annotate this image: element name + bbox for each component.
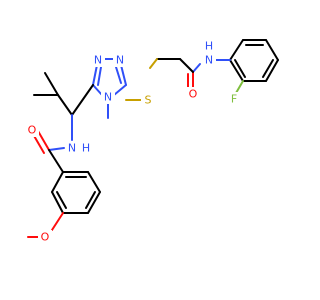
bond-ch2-s-tail <box>149 58 158 69</box>
bond-ring2-e <box>87 171 101 193</box>
atom-f: F <box>231 93 237 106</box>
bonds <box>27 39 279 238</box>
atom-n-triazole-1: N <box>116 54 124 67</box>
atom-n-amide-left: N <box>68 142 76 155</box>
bond-co-ring <box>48 149 64 173</box>
bond-co-ch2 <box>179 58 194 73</box>
label-bg-n-tri-2 <box>91 53 105 67</box>
bond-ring2-inner-2 <box>85 191 96 209</box>
bond-ring-a <box>229 39 244 61</box>
atom-h-amide-top: H <box>205 40 213 53</box>
label-bg-n-tri-4 <box>101 90 115 104</box>
bond-ring2-inner-1 <box>56 191 67 209</box>
atom-n-amide-top: N <box>205 54 213 67</box>
label-bg-s <box>141 93 155 107</box>
bond-n4-c3 <box>92 84 103 96</box>
bond-c3-n2-double <box>97 66 102 86</box>
atom-h-amide-left: H <box>82 142 90 155</box>
bond-c-f <box>235 80 244 94</box>
bond-c5-n4 <box>113 84 127 96</box>
molecule-diagram: N H O F S N N N N H O O <box>25 39 279 244</box>
bond-ring2-a <box>51 171 64 193</box>
atom-n-triazole-4: N <box>104 91 112 104</box>
bond-ring-f <box>229 59 244 82</box>
atom-s: S <box>145 94 152 107</box>
bond-nh-co <box>192 63 201 73</box>
bond-ring-inner-3 <box>234 59 246 78</box>
bond-c3-ch <box>71 84 94 116</box>
label-bg-n-left <box>65 141 79 155</box>
bond-co-left-2 <box>32 133 45 154</box>
bond-co-left-1 <box>37 130 50 151</box>
label-bg-n-tri-1 <box>113 53 127 67</box>
bond-ring2-b <box>51 191 64 214</box>
atom-o-methoxy: O <box>41 231 50 244</box>
atom-o-carbonyl-top: O <box>189 88 198 101</box>
label-bg-o-methoxy <box>38 230 52 244</box>
label-bg-n-top <box>202 53 216 67</box>
structure-svg: N H O F S N N N N H O O <box>25 39 279 244</box>
atom-n-triazole-2: N <box>94 54 102 67</box>
label-bg-o-left <box>25 123 39 137</box>
bond-ch-ipr <box>57 94 73 116</box>
bond-ring2-d <box>87 191 101 214</box>
bond-ipr-me2 <box>44 72 59 96</box>
bond-ring-inner-2 <box>262 59 274 78</box>
label-bg-f <box>227 92 241 106</box>
bond-ring-c <box>265 39 279 61</box>
atom-o-carbonyl-left: O <box>28 124 37 137</box>
label-bg-o-top <box>186 87 200 101</box>
bond-n1-c5 <box>120 64 127 86</box>
bond-ring-d <box>265 59 279 82</box>
bond-c3-n2 <box>92 64 98 86</box>
bond-ring-o <box>51 212 64 231</box>
bond-nh-co-left <box>48 147 65 151</box>
atom-labels: N H O F S N N N N H O O <box>25 40 241 244</box>
bond-n1-c5-double <box>115 66 122 84</box>
